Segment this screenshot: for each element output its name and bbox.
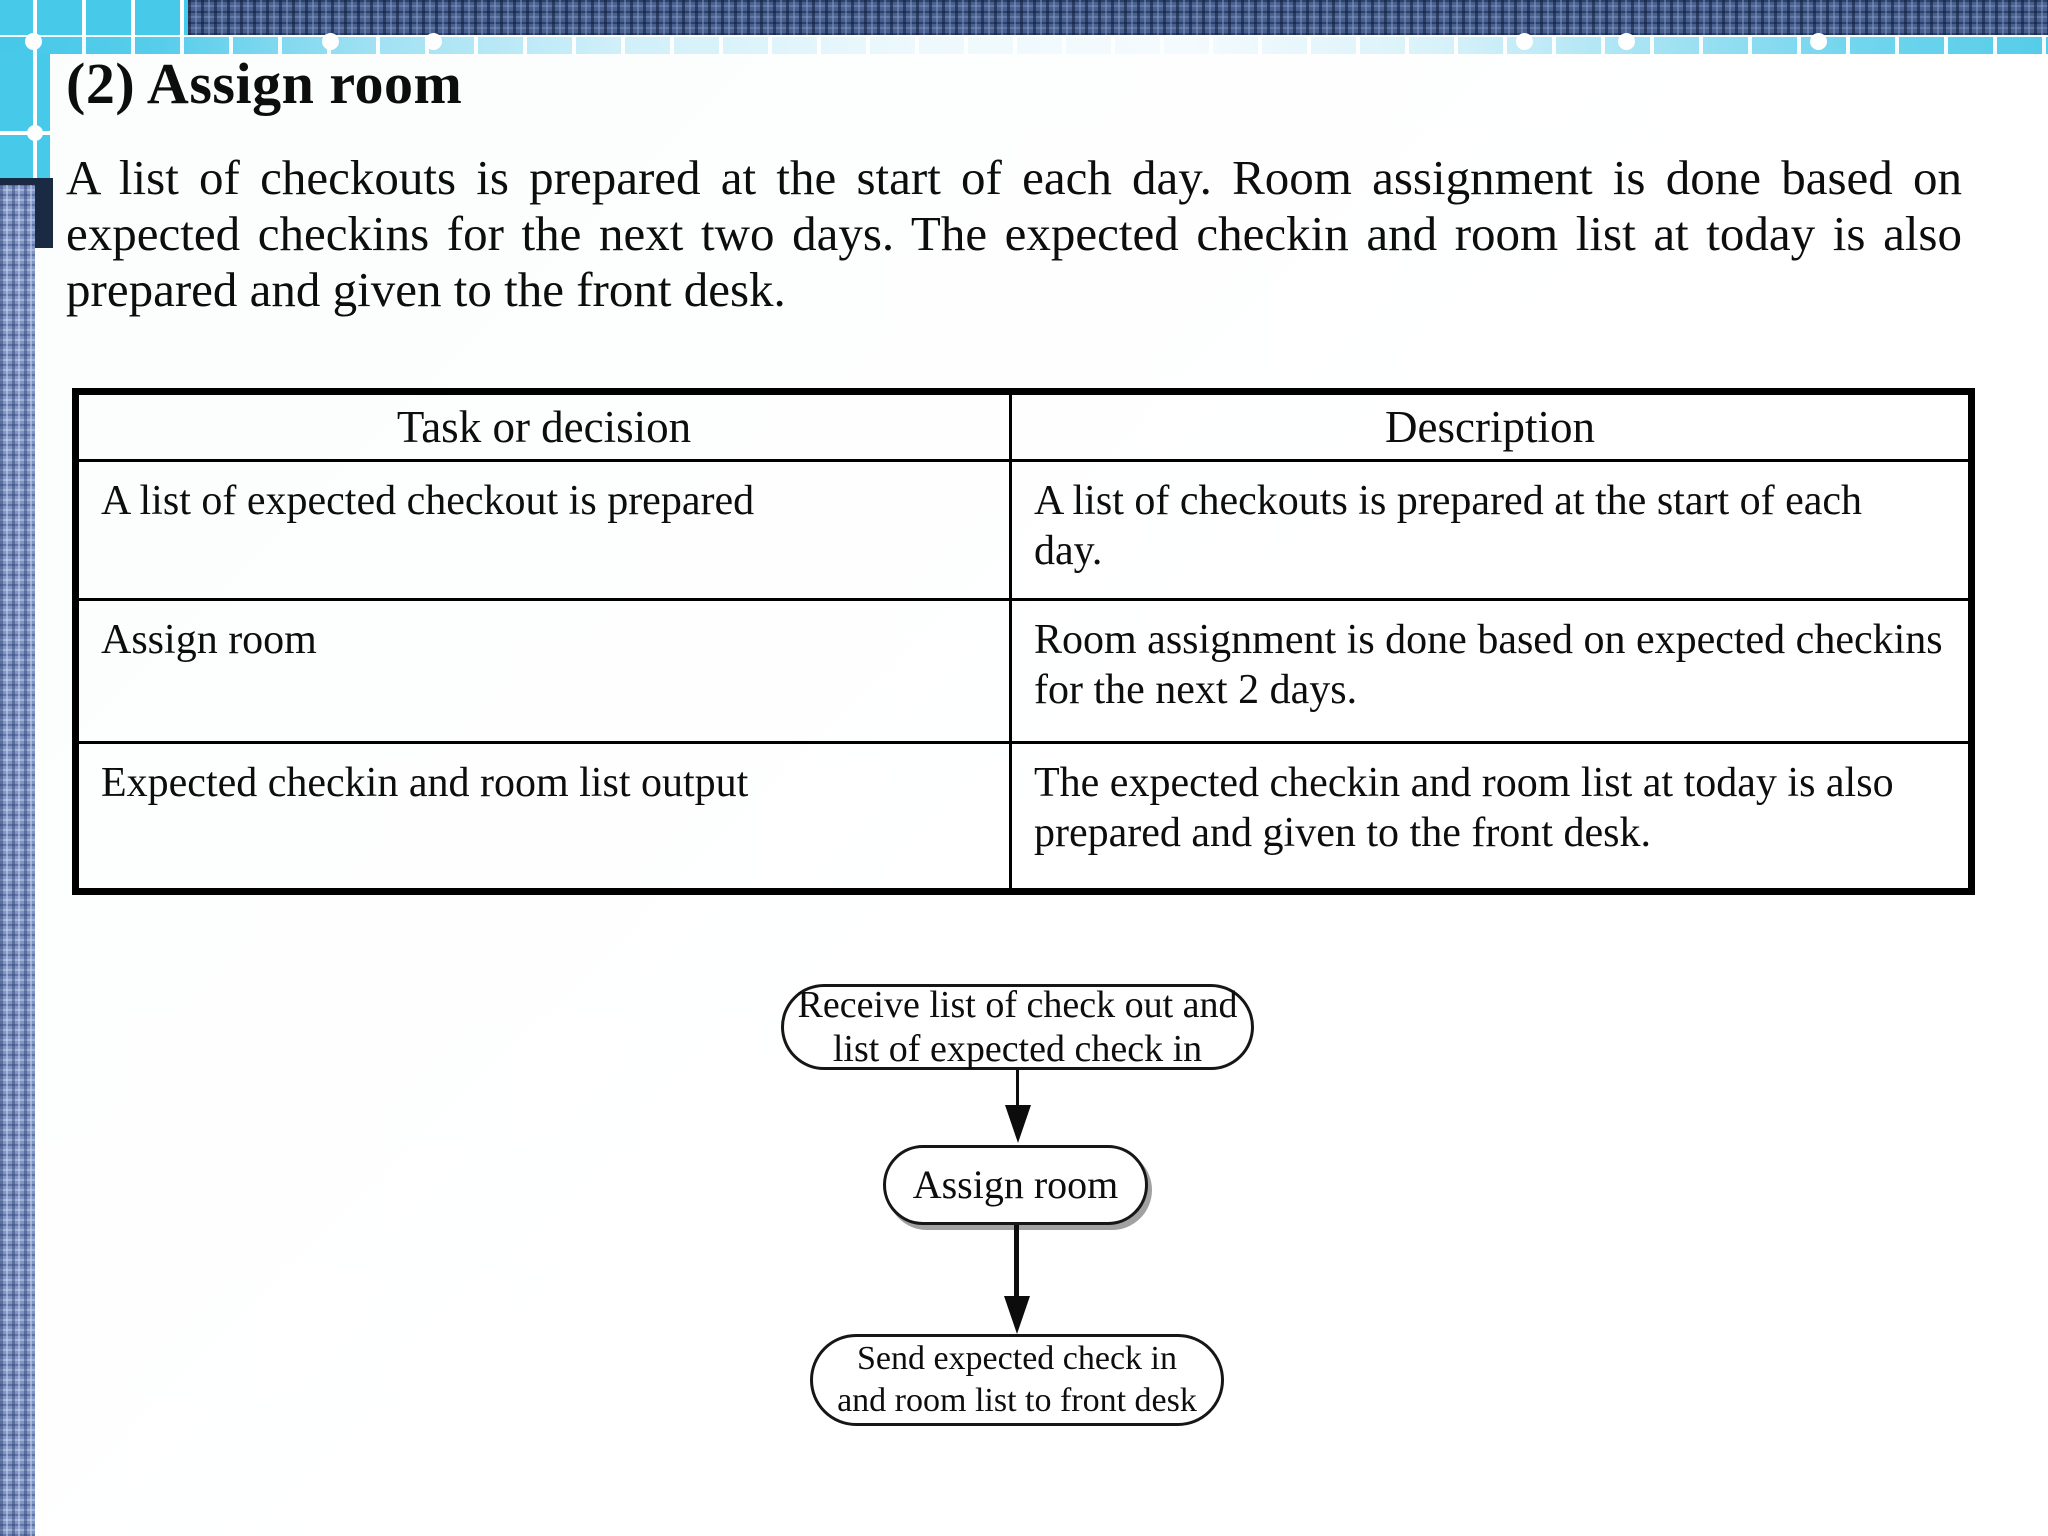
intro-paragraph-line: prepared and given to the front desk. (66, 262, 786, 317)
arrow-line (1016, 1070, 1019, 1110)
intro-paragraph: A list of checkouts is prepared at the s… (66, 150, 1962, 318)
table-row: Expected checkin and room list output Th… (74, 741, 1973, 893)
table-row: Assign room Room assignment is done base… (74, 598, 1973, 744)
task-cell: Expected checkin and room list output (74, 741, 1012, 893)
corner-grid-top (0, 0, 188, 35)
description-cell: A list of checkouts is prepared at the s… (1009, 459, 1973, 601)
table-header-description: Description (1009, 390, 1973, 462)
grid-line-vertical (33, 0, 37, 178)
strip-dot (322, 33, 339, 50)
top-border-denim-band (188, 0, 2048, 35)
description-cell: Room assignment is done based on expecte… (1009, 598, 1973, 744)
table-header-task: Task or decision (74, 390, 1012, 462)
strip-dot (1810, 33, 1827, 50)
grid-intersection-dot (27, 125, 43, 141)
intro-paragraph-line: expected checkins for the next two days.… (66, 206, 1962, 261)
strip-dot (1618, 33, 1635, 50)
arrow-head-icon (1005, 1105, 1031, 1143)
intro-paragraph-line: A list of checkouts is prepared at the s… (66, 150, 1962, 205)
arrow-line (1014, 1225, 1019, 1300)
strip-dot (25, 33, 42, 50)
description-cell: The expected checkin and room list at to… (1009, 741, 1973, 893)
page-title: (2) Assign room (66, 51, 463, 116)
arrow-head-icon (1004, 1296, 1030, 1334)
task-table: Task or decision Description A list of e… (72, 388, 1975, 895)
strip-dot (425, 33, 442, 50)
left-border-denim-strip (0, 185, 35, 1536)
strip-dot (1516, 33, 1533, 50)
flowchart-node-assign: Assign room (883, 1145, 1148, 1225)
table-header-row: Task or decision Description (74, 390, 1973, 462)
flowchart-node-send: Send expected check in and room list to … (810, 1334, 1224, 1426)
top-border-cyan-strip (0, 35, 2048, 54)
task-cell: A list of expected checkout is prepared (74, 459, 1012, 601)
table-row: A list of expected checkout is prepared … (74, 459, 1973, 601)
task-cell: Assign room (74, 598, 1012, 744)
grid-line-horizontal (0, 131, 50, 135)
flowchart-node-receive: Receive list of check out and list of ex… (781, 984, 1254, 1070)
